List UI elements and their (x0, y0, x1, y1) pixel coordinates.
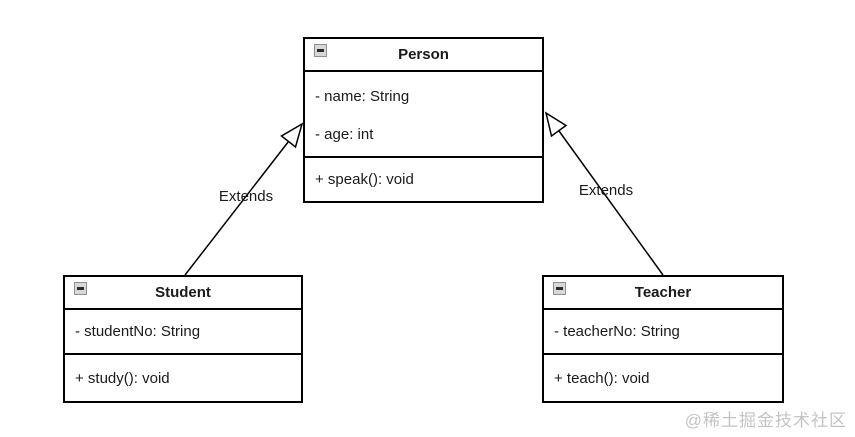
collapse-button[interactable] (74, 282, 87, 295)
class-attribute: - studentNo: String (75, 323, 201, 340)
class-attribute: - teacherNo: String (554, 323, 680, 340)
class-title-bar: Student (65, 277, 301, 310)
generalization-line-teacher-person (558, 130, 664, 276)
class-box-student[interactable]: Student - studentNo: String + study(): v… (63, 275, 303, 403)
class-name: Person (398, 46, 449, 63)
attributes-section: - studentNo: String (65, 310, 301, 355)
attributes-section: - name: String - age: int (305, 72, 542, 158)
watermark: @稀土掘金技术社区 (684, 411, 847, 430)
collapse-button[interactable] (553, 282, 566, 295)
class-attribute: - name: String (315, 87, 410, 105)
methods-section: + teach(): void (544, 355, 782, 401)
class-name: Teacher (634, 284, 692, 301)
generalization-arrowhead-teacher-person (544, 111, 568, 138)
minus-icon (317, 49, 324, 52)
extends-label-student: Extends (218, 188, 274, 205)
class-method: + study(): void (75, 369, 170, 387)
methods-section: + speak(): void (305, 158, 542, 201)
minus-icon (556, 287, 563, 290)
extends-label-teacher: Extends (578, 182, 634, 199)
class-name: Student (155, 284, 211, 301)
class-method: + teach(): void (554, 369, 650, 387)
class-box-person[interactable]: Person - name: String - age: int + speak… (303, 37, 544, 203)
minus-icon (77, 287, 84, 290)
generalization-arrowhead-student-person (280, 122, 304, 149)
class-title-bar: Teacher (544, 277, 782, 310)
attributes-section: - teacherNo: String (544, 310, 782, 355)
class-attribute: - age: int (315, 125, 374, 143)
class-title-bar: Person (305, 39, 542, 72)
methods-section: + study(): void (65, 355, 301, 401)
class-box-teacher[interactable]: Teacher - teacherNo: String + teach(): v… (542, 275, 784, 403)
class-method: + speak(): void (315, 171, 414, 188)
generalization-line-student-person (184, 141, 290, 276)
collapse-button[interactable] (314, 44, 327, 57)
